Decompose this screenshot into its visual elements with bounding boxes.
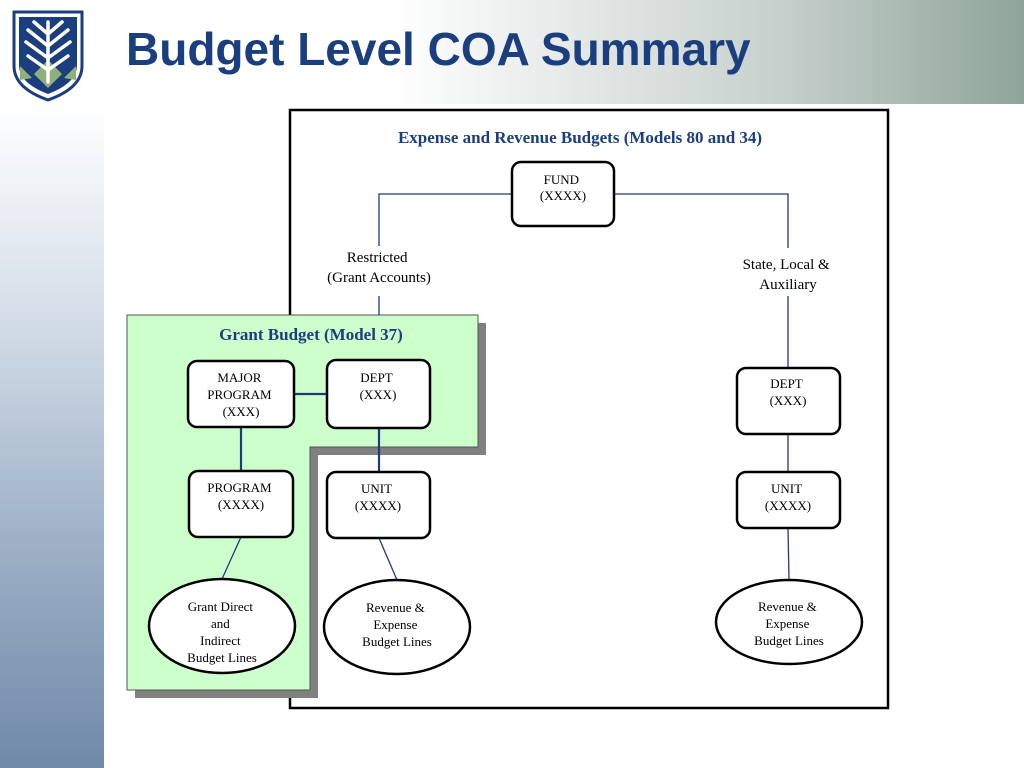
unit-left-node <box>325 470 432 540</box>
program-node <box>187 469 295 539</box>
grant-budget-lines-label: Grant Direct and Indirect Budget Lines <box>187 599 257 665</box>
restricted-label: Restricted (Grant Accounts) <box>327 250 431 286</box>
dept-left-node <box>325 358 432 430</box>
unit-right-label: UNIT (XXXX) <box>765 481 811 513</box>
state-local-label: State, Local & Auxiliary <box>743 257 834 293</box>
dept-right-node <box>735 366 842 436</box>
header-band <box>0 0 1024 104</box>
slide-title: Budget Level COA Summary <box>126 23 751 75</box>
revenue-expense-right-node <box>714 578 864 666</box>
major-program-node <box>186 359 296 429</box>
dept-left-label: DEPT (XXX) <box>360 370 397 402</box>
side-band <box>0 104 104 768</box>
fund-node <box>510 160 616 228</box>
revenue-expense-left-label: Revenue & Expense Budget Lines <box>362 600 432 649</box>
diagram-main-title: Expense and Revenue Budgets (Models 80 a… <box>398 128 762 147</box>
revenue-expense-left-node <box>322 578 472 676</box>
dept-right-label: DEPT (XXX) <box>770 376 807 408</box>
connectors <box>221 193 790 581</box>
program-label: PROGRAM (XXXX) <box>207 480 275 512</box>
unit-right-node <box>735 470 842 530</box>
tree-shield-logo-icon <box>12 10 84 102</box>
fund-label: FUND (XXXX) <box>540 172 586 203</box>
grant-budget-title: Grant Budget (Model 37) <box>219 325 403 344</box>
unit-left-label: UNIT (XXXX) <box>355 481 401 513</box>
revenue-expense-right-label: Revenue & Expense Budget Lines <box>754 599 824 648</box>
grant-budget-lines-node <box>147 577 297 675</box>
major-program-label: MAJOR PROGRAM (XXX) <box>207 370 275 419</box>
